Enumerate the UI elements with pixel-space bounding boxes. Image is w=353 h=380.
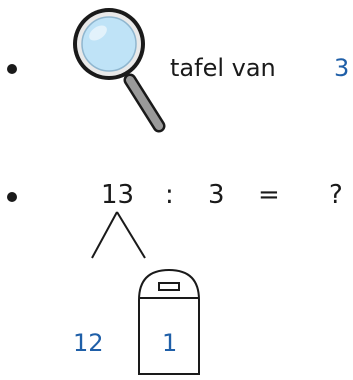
bullet-2 (7, 192, 17, 202)
trash-bin-icon (138, 268, 200, 375)
split-branches (91, 211, 146, 259)
tafel-number: 3 (334, 54, 350, 82)
divisor: 3 (208, 180, 225, 210)
dividend: 13 (101, 180, 135, 210)
equals-sign: = (258, 180, 280, 210)
split-left-part: 12 (73, 329, 104, 357)
tafel-label: tafel van (170, 54, 276, 82)
result-unknown: ? (329, 180, 343, 210)
bullet-1 (7, 64, 17, 74)
magnifier-icon (73, 8, 166, 133)
bin-part: 1 (162, 329, 178, 357)
divide-sign: : (165, 180, 174, 210)
